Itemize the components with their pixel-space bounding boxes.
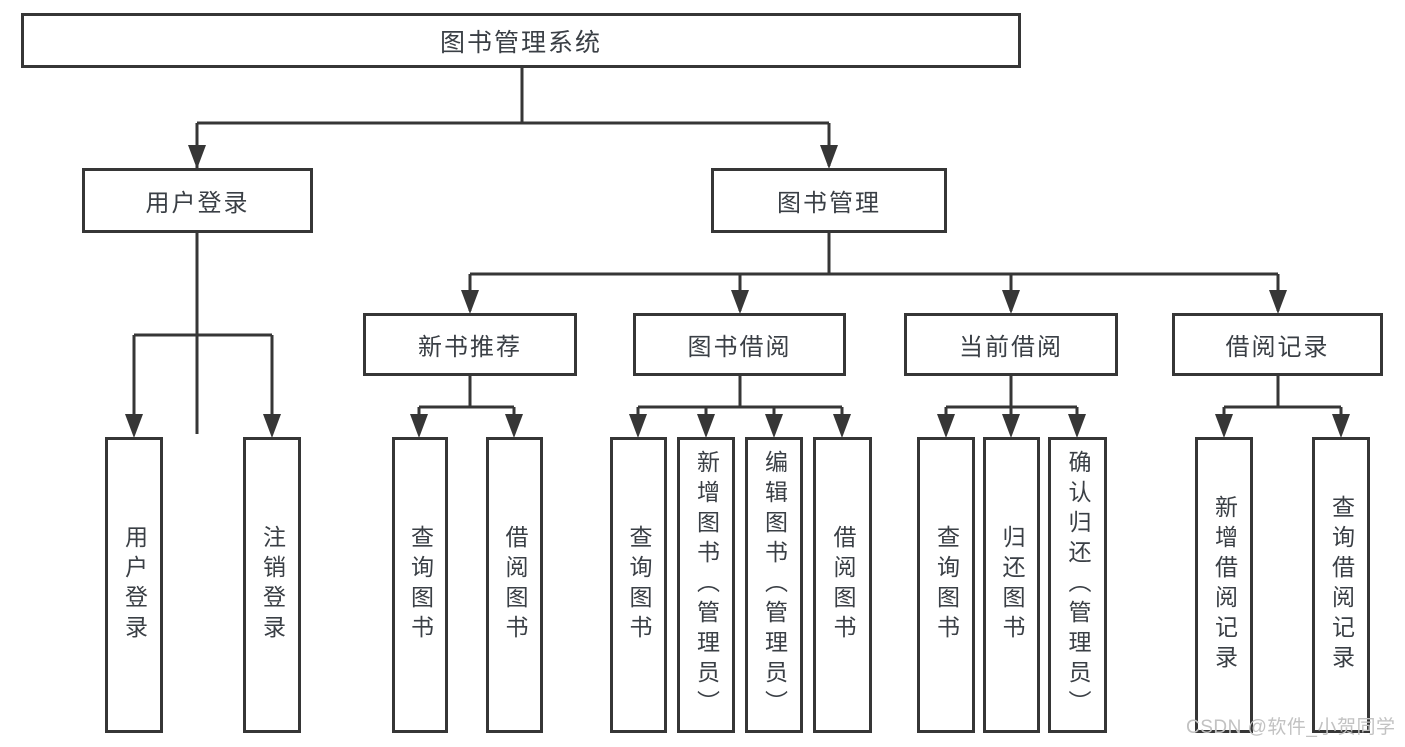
node-leaf-query-borrow-record: 查询借阅记录 — [1312, 437, 1370, 733]
arrow-down-icon — [1002, 290, 1020, 314]
arrow-down-icon — [1269, 290, 1287, 314]
node-leaf-query-books-current: 查询图书 — [917, 437, 975, 733]
edge-borrow-records-to-leaves — [1222, 376, 1343, 434]
node-leaf-borrow-books-rec: 借阅图书 — [486, 437, 543, 733]
edge-line — [636, 376, 844, 434]
arrow-down-icon — [629, 414, 647, 438]
node-leaf-user-login: 用户登录 — [105, 437, 163, 733]
arrow-down-icon — [1068, 414, 1086, 438]
edge-line — [468, 233, 1280, 311]
arrow-down-icon — [1215, 414, 1233, 438]
arrow-down-icon — [937, 414, 955, 438]
node-leaf-borrow-books: 借阅图书 — [813, 437, 872, 733]
edge-book-borrow-to-leaves — [636, 376, 844, 434]
edge-line — [1222, 376, 1343, 434]
arrow-down-icon — [833, 414, 851, 438]
edge-line — [417, 376, 516, 434]
node-borrowing-records: 借阅记录 — [1172, 313, 1383, 376]
csdn-watermark: CSDN @软件_小贺同学 — [1186, 717, 1396, 738]
arrow-down-icon — [188, 145, 206, 169]
arrow-down-icon — [410, 414, 428, 438]
arrow-down-icon — [731, 290, 749, 314]
arrow-down-icon — [765, 414, 783, 438]
node-library-system: 图书管理系统 — [21, 13, 1021, 68]
arrow-down-icon — [505, 414, 523, 438]
edge-user-login-to-leaves — [132, 233, 274, 434]
edge-book-mgmt-to-level3 — [468, 233, 1280, 311]
node-book-borrowing: 图书借阅 — [633, 313, 846, 376]
node-book-management: 图书管理 — [711, 168, 947, 233]
node-leaf-query-books-borrow: 查询图书 — [610, 437, 667, 733]
node-user-login: 用户登录 — [82, 168, 313, 233]
edge-new-book-rec-to-leaves — [417, 376, 516, 434]
arrow-down-icon — [263, 414, 281, 438]
node-leaf-return-books: 归还图书 — [983, 437, 1040, 733]
node-leaf-logout: 注销登录 — [243, 437, 301, 733]
arrowheads — [125, 145, 1350, 438]
node-leaf-edit-books-admin: 编辑图书（管理员） — [745, 437, 803, 733]
node-leaf-query-books-rec: 查询图书 — [392, 437, 448, 733]
edge-root-to-level2 — [195, 68, 831, 434]
arrow-down-icon — [1332, 414, 1350, 438]
node-leaf-add-books-admin: 新增图书（管理员） — [677, 437, 735, 733]
node-current-borrowing: 当前借阅 — [904, 313, 1118, 376]
arrow-down-icon — [1002, 414, 1020, 438]
arrow-down-icon — [820, 145, 838, 169]
arrow-down-icon — [697, 414, 715, 438]
node-new-book-recommendation: 新书推荐 — [363, 313, 577, 376]
edge-line — [132, 233, 274, 434]
node-leaf-add-borrow-record: 新增借阅记录 — [1195, 437, 1253, 733]
node-leaf-confirm-return-admin: 确认归还（管理员） — [1048, 437, 1107, 733]
edge-line — [195, 68, 831, 434]
arrow-down-icon — [125, 414, 143, 438]
arrow-down-icon — [461, 290, 479, 314]
